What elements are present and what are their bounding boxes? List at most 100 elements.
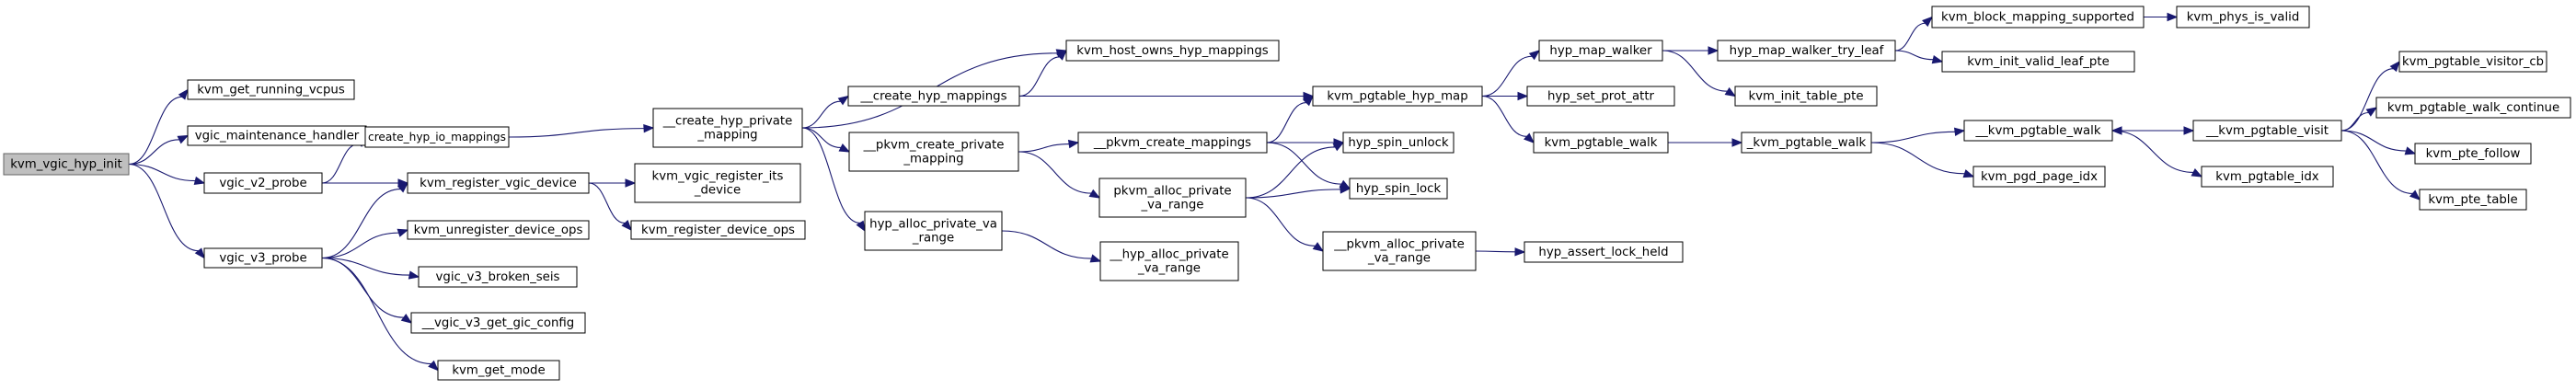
node-kvm-pgd-page-idx[interactable]: kvm_pgd_page_idx (1972, 166, 2106, 188)
edge-n31-n34 (1870, 127, 1966, 143)
node-kvm-phys-is-valid[interactable]: kvm_phys_is_valid (2176, 6, 2310, 29)
arrowhead (194, 247, 205, 259)
node-box (187, 79, 355, 100)
node-vgic-v3-broken-seis[interactable]: vgic_v3_broken_seis (418, 266, 578, 288)
node-kvm-pgtable-walk[interactable]: kvm_pgtable_walk (1533, 132, 1669, 154)
node-create-hyp-io-mappings[interactable]: create_hyp_io_mappings (364, 126, 510, 148)
node-label: hyp_map_walker_try_leaf (1730, 44, 1884, 58)
arrowhead (1089, 254, 1102, 263)
node-label: vgic_v3_broken_seis (436, 270, 560, 284)
node-label: _mapping (696, 129, 757, 143)
node-kvm-pte-table[interactable]: kvm_pte_table (2419, 189, 2527, 211)
node-box (847, 86, 1020, 107)
arrowhead (177, 134, 190, 144)
node-kvm-pte-follow[interactable]: kvm_pte_follow (2414, 143, 2532, 165)
node-kvm-host-owns-hyp-mappings[interactable]: kvm_host_owns_hyp_mappings (1065, 40, 1280, 62)
arrowhead (856, 220, 866, 233)
edge-line (801, 127, 842, 149)
edge-line (1894, 50, 1934, 61)
node-hyp-spin-lock[interactable]: hyp_spin_lock (1349, 178, 1448, 200)
edge-n11-n17 (801, 127, 866, 233)
node-kvm-pgtable-visitor-cb[interactable]: kvm_pgtable_visitor_cb (2398, 51, 2547, 73)
node-label: kvm_pgtable_walk (1545, 136, 1658, 150)
node-box (2201, 166, 2334, 188)
edge-line (1266, 102, 1307, 143)
arrowhead (1056, 50, 1067, 61)
edge-line (321, 257, 404, 318)
node-kvm-vgic-hyp-init[interactable]: kvm_vgic_hyp_init (3, 153, 130, 176)
node-label: kvm_pte_follow (2426, 147, 2521, 161)
arrowhead (397, 182, 409, 193)
edge-n37-n42 (2340, 130, 2421, 201)
node-kvm-pgtable-idx[interactable]: kvm_pgtable_idx (2201, 166, 2334, 188)
node-kvm-get-running-vcpus[interactable]: kvm_get_running_vcpus (187, 79, 355, 100)
node-pkvm-create-private-mapping[interactable]: __pkvm_create_private_mapping (848, 132, 1019, 172)
edge-n0-n4 (128, 163, 205, 259)
edge-line (128, 96, 182, 166)
edge-n0-n1 (128, 88, 189, 166)
node-hyp-alloc-private-va-range[interactable]: hyp_alloc_private_va_range (864, 211, 1003, 251)
node-kvm-register-vgic-device[interactable]: kvm_register_vgic_device (407, 172, 590, 194)
node-label: __pkvm_alloc_private (1333, 238, 1465, 252)
node-label: __pkvm_create_mappings (1093, 136, 1251, 150)
node-box (418, 266, 578, 288)
node-box (1349, 178, 1448, 200)
edge-line (1481, 95, 1527, 137)
node-kvm-pgtable-visit[interactable]: __kvm_pgtable_visit (2192, 120, 2342, 142)
node-box (1538, 40, 1663, 62)
edge-n37-n41 (2340, 130, 2417, 155)
node-label: _va_range (1141, 199, 1204, 212)
node-box (203, 247, 323, 269)
node-create-hyp-mappings[interactable]: __create_hyp_mappings (847, 86, 1020, 107)
node-kvm-pgtable-walk[interactable]: _kvm_pgtable_walk (1741, 132, 1872, 154)
node-hyp-assert-lock-held[interactable]: hyp_assert_lock_held (1524, 241, 1684, 263)
node-box (3, 153, 130, 176)
edge-line (1245, 146, 1336, 199)
node-kvm-pgtable-walk-continue[interactable]: kvm_pgtable_walk_continue (2375, 97, 2571, 119)
node-vgic-v3-probe[interactable]: vgic_v3_probe (203, 247, 323, 269)
node-pkvm-alloc-private-va-range[interactable]: pkvm_alloc_private_va_range (1098, 178, 1247, 218)
node-kvm-pgtable-walk[interactable]: __kvm_pgtable_walk (1963, 120, 2113, 142)
node-pkvm-alloc-private-va-range[interactable]: __pkvm_alloc_private_va_range (1322, 231, 1477, 271)
arrowhead (1514, 247, 1526, 257)
node-pkvm-create-mappings[interactable]: __pkvm_create_mappings (1077, 132, 1268, 154)
node-vgic-v2-probe[interactable]: vgic_v2_probe (203, 172, 323, 194)
node-label: kvm_pte_table (2428, 193, 2517, 207)
edge-line (508, 128, 645, 138)
node-vgic-v3-get-gic-config[interactable]: __vgic_v3_get_gic_config (410, 312, 586, 334)
node-label: kvm_init_valid_leaf_pte (1967, 55, 2110, 69)
node-layer: kvm_vgic_hyp_init kvm_get_running_vcpusvg… (3, 6, 2571, 381)
node-box (1717, 40, 1896, 62)
node-hyp-map-walker-try-leaf[interactable]: hyp_map_walker_try_leaf (1717, 40, 1896, 62)
arrowhead (837, 95, 850, 106)
node-label: _va_range (1137, 262, 1201, 276)
node-kvm-vgic-register-its-device[interactable]: kvm_vgic_register_its_device (634, 163, 801, 203)
node-kvm-pgtable-hyp-map[interactable]: kvm_pgtable_hyp_map (1312, 86, 1483, 107)
edge-n4-n7 (321, 228, 409, 259)
arrowhead (193, 176, 206, 186)
node-kvm-block-mapping-supported[interactable]: kvm_block_mapping_supported (1931, 6, 2145, 29)
node-kvm-init-table-pte[interactable]: kvm_init_table_pte (1734, 86, 1878, 107)
node-label: kvm_register_device_ops (641, 224, 795, 237)
node-label: kvm_pgtable_idx (2215, 170, 2319, 184)
node-kvm-register-device-ops[interactable]: kvm_register_device_ops (630, 220, 806, 240)
node-kvm-init-valid-leaf-pte[interactable]: kvm_init_valid_leaf_pte (1941, 51, 2135, 73)
node-hyp-alloc-private-va-range[interactable]: __hyp_alloc_private_va_range (1099, 241, 1239, 281)
edge-n17-n21 (1001, 230, 1102, 263)
arrowhead (2110, 126, 2122, 135)
node-label: kvm_host_owns_hyp_mappings (1076, 44, 1268, 58)
node-hyp-set-prot-attr[interactable]: hyp_set_prot_attr (1526, 86, 1675, 107)
arrowhead (1931, 54, 1944, 64)
node-vgic-maintenance-handler[interactable]: vgic_maintenance_handler (187, 125, 367, 146)
edge-n16-n20 (1018, 151, 1101, 199)
node-create-hyp-private-mapping[interactable]: __create_hyp_private_mapping (652, 108, 803, 148)
edge-line (1001, 230, 1092, 259)
node-hyp-spin-unlock[interactable]: hyp_spin_unlock (1342, 132, 1455, 154)
node-kvm-get-mode[interactable]: kvm_get_mode (437, 360, 560, 381)
node-hyp-map-walker[interactable]: hyp_map_walker (1538, 40, 1663, 62)
node-kvm-unregister-device-ops[interactable]: kvm_unregister_device_ops (407, 220, 590, 240)
node-box (407, 220, 590, 240)
edge-line (2340, 111, 2369, 132)
arrowhead (1088, 189, 1101, 199)
